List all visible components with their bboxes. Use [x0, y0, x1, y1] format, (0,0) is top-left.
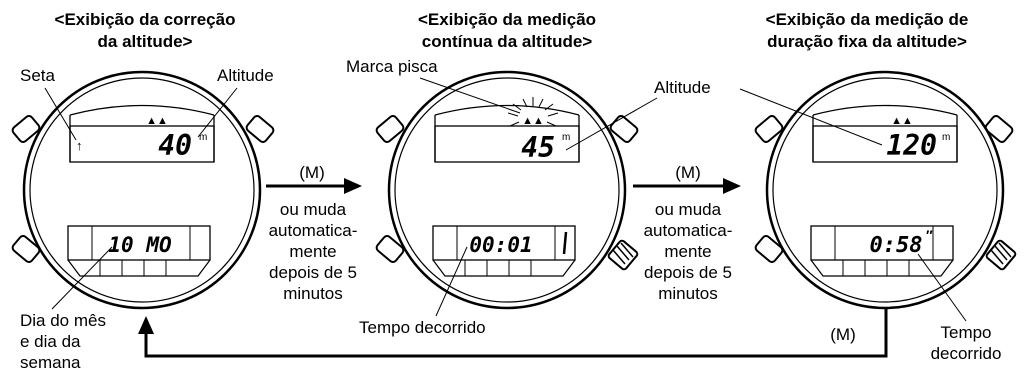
watch-fixed: ▲▲ 120 m 0:58 ″	[754, 70, 1017, 310]
watch3-crown	[985, 239, 1017, 271]
return-button-label: (M)	[830, 325, 855, 344]
mountain-icon: ▲▲	[146, 115, 168, 127]
label-dia-line-3: semana	[20, 353, 81, 372]
watch2-altitude-value: 45	[521, 131, 555, 164]
transition-1-button: (M)	[299, 163, 324, 182]
watch1-button-top-right	[245, 115, 275, 143]
watch3-unit: m	[942, 132, 950, 143]
transition-1-text-1: ou muda	[280, 200, 347, 219]
watch1-outer-case	[22, 70, 262, 310]
watch2-seconds-bar	[562, 231, 568, 255]
mountain-icon: ▲▲	[891, 115, 913, 127]
leader-seta	[44, 87, 77, 141]
watch-correction: ▲▲ ↑ 40 m 10 MO	[11, 70, 275, 310]
transition-2-text-1: ou muda	[655, 200, 722, 219]
watch1-top-lcd	[69, 125, 215, 163]
watch1-altitude-value: 40	[158, 129, 192, 162]
label-tempo-1: Tempo decorrido	[359, 318, 486, 337]
watch3-elapsed-value: 0:58	[870, 233, 923, 258]
transition-2-text-2: automatica-	[644, 221, 733, 240]
transition-1-text-4: depois de 5	[269, 263, 357, 282]
watch-continuous: ▲▲ 45 m 00:01	[375, 70, 639, 310]
leader-altitude-3	[739, 88, 883, 146]
watch1-button-bottom-left	[11, 235, 41, 263]
watch3-button-top-right	[984, 115, 1014, 143]
watch3-bottom-lcd	[810, 225, 954, 261]
watch1-bottom-lcd	[67, 225, 211, 261]
leader-altitude-1	[197, 87, 238, 138]
label-seta: Seta	[20, 66, 56, 85]
title-correction-line-1: <Exibição da correção	[55, 10, 236, 29]
title-fixed: <Exibição da medição de duração fixa da …	[766, 10, 969, 51]
watch3-outer-case	[765, 70, 1005, 310]
watch3-top-lcd	[812, 125, 958, 163]
transition-1-text-5: minutos	[283, 284, 343, 303]
transition-2-button: (M)	[675, 163, 700, 182]
leader-tempo-2	[917, 253, 967, 322]
blink-rays	[507, 97, 559, 127]
watch3-button-top-left	[754, 115, 784, 143]
label-dia-line-2: e dia da	[20, 332, 81, 351]
watch2-crown	[607, 239, 639, 271]
transition-2-text-4: depois de 5	[644, 263, 732, 282]
watch1-inner-bezel	[29, 77, 255, 303]
arrow-2-head	[723, 178, 741, 194]
transition-2: (M) ou muda automatica- mente depois de …	[633, 163, 741, 303]
watch1-date-value: 10 MO	[108, 233, 171, 257]
watch1-unit: m	[199, 132, 207, 143]
watch3-seconds-mark: ″	[926, 227, 933, 243]
title-continuous: <Exibição da medição contínua da altitud…	[418, 10, 596, 51]
label-altitude-1: Altitude	[217, 66, 274, 85]
watch2-top-lcd	[434, 125, 580, 163]
leader-dia	[51, 246, 113, 310]
arrow-1-head	[344, 178, 362, 194]
label-dia-line-1: Dia do mês	[20, 311, 106, 330]
label-tempo-2-line-2: decorrido	[931, 344, 1002, 363]
title-continuous-line-1: <Exibição da medição	[418, 10, 596, 29]
watch2-button-top-right	[609, 115, 639, 143]
watch3-altitude-value: 120	[886, 129, 937, 162]
return-arrow: (M)	[138, 308, 888, 358]
watch3-top-panel-arc	[812, 104, 958, 116]
watch1-top-panel-arc	[69, 104, 215, 116]
watch2-outer-case	[387, 70, 627, 310]
transition-2-text-5: minutos	[658, 284, 718, 303]
return-arrow-path	[144, 308, 888, 358]
label-altitude-2: Altitude	[654, 78, 711, 97]
watch1-button-top-left	[11, 115, 41, 143]
watch2-button-top-left	[375, 115, 405, 143]
watch2-unit: m	[562, 132, 570, 143]
arrow-indicator-icon: ↑	[76, 138, 83, 153]
transition-2-text-3: mente	[664, 242, 711, 261]
transition-1-text-3: mente	[289, 242, 336, 261]
title-correction-line-2: da altitude>	[98, 32, 193, 51]
label-marca-pisca: Marca pisca	[346, 57, 438, 76]
watch2-bottom-lcd	[432, 225, 576, 261]
watch2-top-panel-arc	[434, 104, 580, 116]
title-correction: <Exibição da correção da altitude>	[55, 10, 236, 51]
leader-altitude-2	[565, 97, 658, 151]
leader-marca-pisca	[419, 77, 521, 114]
title-fixed-line-1: <Exibição da medição de	[766, 10, 969, 29]
title-continuous-line-2: contínua da altitude>	[422, 32, 593, 51]
watch2-button-bottom-left	[375, 235, 405, 263]
transition-1-text-2: automatica-	[269, 221, 358, 240]
leader-tempo-1	[435, 246, 468, 317]
label-tempo-2-line-1: Tempo	[940, 323, 991, 342]
watch3-button-bottom-left	[754, 235, 784, 263]
watch2-inner-bezel	[394, 77, 620, 303]
watch3-inner-bezel	[772, 77, 998, 303]
watch2-elapsed-value: 00:01	[469, 233, 532, 257]
transition-1: (M) ou muda automatica- mente depois de …	[266, 163, 362, 303]
title-fixed-line-2: duração fixa da altitude>	[767, 32, 967, 51]
return-arrow-head	[138, 316, 154, 334]
blinking-mountain-icon: ▲▲	[522, 115, 544, 127]
